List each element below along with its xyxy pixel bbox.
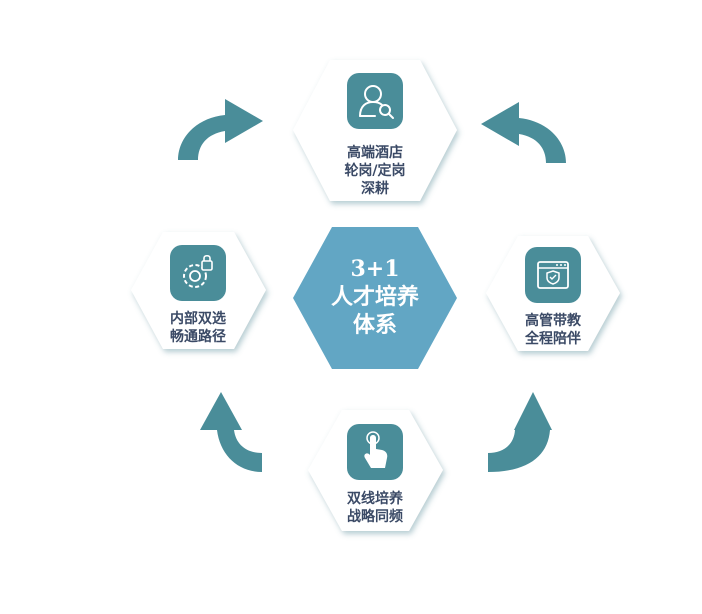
cycle-arrow-bottom-right bbox=[488, 392, 552, 472]
node-top-line-1: 高端酒店 bbox=[347, 144, 403, 161]
cycle-arrow-top-left bbox=[178, 99, 263, 160]
center-title-line-1: 3+1 bbox=[350, 256, 399, 282]
node-top-line-3: 深耕 bbox=[361, 180, 389, 197]
cycle-arrow-top-right bbox=[481, 102, 566, 163]
node-bottom-line-2: 战略同频 bbox=[347, 508, 403, 525]
node-right-line-2: 全程陪伴 bbox=[524, 330, 581, 347]
node-bottom: 双线培养 战略同频 bbox=[308, 410, 443, 531]
browser-shield-icon bbox=[525, 247, 581, 303]
center-title-line-2: 人才培养 bbox=[331, 284, 419, 310]
center-hexagon: 3+1 人才培养 体系 bbox=[293, 227, 457, 369]
node-left-line-1: 内部双选 bbox=[170, 310, 226, 327]
cycle-arrow-bottom-left bbox=[200, 392, 262, 472]
hand-tap-icon bbox=[347, 424, 403, 480]
node-bottom-line-1: 双线培养 bbox=[347, 490, 404, 507]
node-left-line-2: 畅通路径 bbox=[170, 328, 226, 345]
user-search-icon bbox=[347, 73, 403, 129]
node-right-line-1: 高管带教 bbox=[525, 312, 582, 329]
node-left: 内部双选 畅通路径 bbox=[131, 232, 266, 349]
gear-lock-icon bbox=[170, 245, 226, 301]
center-title-line-3: 体系 bbox=[353, 312, 397, 338]
node-top: 高端酒店 轮岗/定岗 深耕 bbox=[293, 60, 457, 201]
node-right: 高管带教 全程陪伴 bbox=[486, 236, 620, 351]
node-top-line-2: 轮岗/定岗 bbox=[344, 162, 405, 179]
